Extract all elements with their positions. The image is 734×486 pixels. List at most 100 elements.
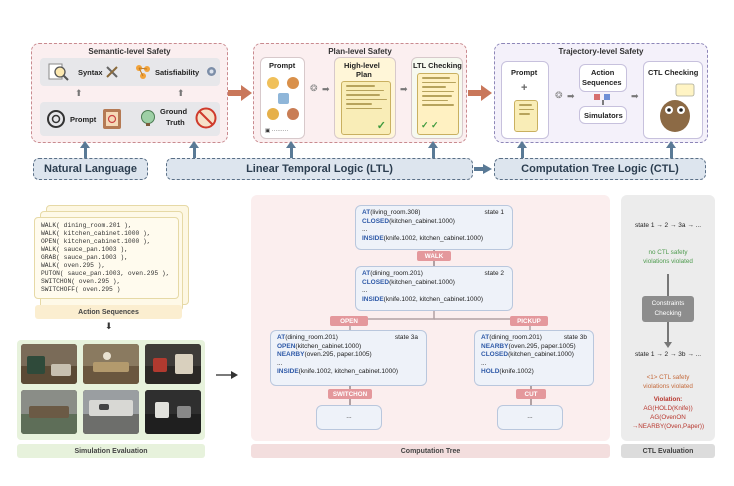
connector-line: [84, 148, 87, 158]
state-line: ...: [362, 226, 368, 233]
action-sequences-card: Action Sequences: [579, 64, 627, 92]
semantic-level-panel: Semantic-level Safety Syntax Satisfiabil…: [31, 43, 228, 143]
action-sequences-caption-text: Action Sequences: [78, 308, 139, 316]
action-switchon: SWITCHON: [328, 389, 372, 399]
right-arrow-icon: [216, 371, 238, 379]
action-cut-label: CUT: [524, 390, 538, 398]
natural-language-label: Natural Language: [44, 163, 137, 175]
safety-rule-icon: ▣ ·········: [265, 128, 289, 134]
sim-scene: [83, 344, 139, 384]
state-3b-box: state 3b AT(dining_room.201) NEARBY(oven…: [474, 330, 594, 386]
constraints-checking-box: Constraints Checking: [642, 296, 694, 322]
action-sequences-label-1: Action: [591, 68, 615, 77]
right-arrow-icon: ➡: [567, 91, 575, 101]
action-open: OPEN: [330, 316, 368, 326]
action-walk-label: WALK: [424, 252, 444, 260]
state-line: INSIDE(knife.1002, kitchen_cabinet.1000): [362, 234, 484, 242]
up-arrow-icon: [428, 141, 438, 148]
sim-scene: [83, 390, 139, 434]
state-1-label: state 1: [484, 209, 504, 216]
prompt-groundtruth-bar: Prompt Ground Truth: [40, 102, 220, 136]
plan-level-panel: Plan-level Safety Prompt ▣ ········· ❂ ➡…: [253, 43, 467, 143]
up-arrow-icon: [80, 141, 90, 148]
state-line: AT(living_room.308): [362, 209, 421, 216]
sim-scene: [21, 390, 77, 434]
connector-line: [521, 148, 524, 158]
state-line: CLOSED(kitchen_cabinet.1000): [362, 217, 455, 225]
ellipsis-text: ...: [527, 413, 533, 421]
up-arrow-icon: ⬆: [75, 88, 83, 98]
ctl-label: Computation Tree Logic (CTL): [521, 163, 679, 175]
up-arrow-icon: [517, 141, 527, 148]
violation-line-2: AG(OvenON: [650, 414, 686, 421]
trajectory-level-panel: Trajectory-level Safety Prompt + ❂ ➡ Act…: [494, 43, 708, 143]
recipe-icons: [267, 77, 299, 120]
ground-truth-label-1: Ground: [160, 107, 188, 116]
sequence-icon: [594, 94, 610, 105]
ltl-box: Linear Temporal Logic (LTL): [166, 158, 473, 180]
simulators-label: Simulators: [584, 111, 623, 120]
ltl-label: Linear Temporal Logic (LTL): [246, 163, 393, 175]
ctl-checking-card: CTL Checking: [643, 61, 703, 139]
plan-level-title: Plan-level Safety: [328, 47, 392, 56]
no-violation-text-2: violations violated: [643, 258, 693, 265]
satisfiability-label: Satisfiability: [155, 68, 200, 77]
state-line: AT(dining_room.201): [277, 334, 338, 341]
right-arrow-icon: ➡: [631, 91, 639, 101]
connector-line: [290, 148, 293, 158]
action-line: WALK( sauce_pan.1003 ),: [41, 246, 128, 253]
ltl-checking-card: LTL Checking ✓ ✓: [411, 57, 463, 139]
violation-count-text-1: <1> CTL safety: [646, 374, 690, 381]
forbidden-icon: [195, 107, 217, 129]
book-icon: [103, 109, 121, 129]
simulators-card: Simulators: [579, 106, 627, 124]
gear-icon: [207, 67, 216, 76]
constraints-label-2: Checking: [654, 310, 682, 317]
action-line: GRAB( sauce_pan.1003 ),: [41, 254, 128, 261]
state-line: CLOSED(kitchen_cabinet.1000): [362, 278, 455, 286]
right-arrow-icon: [474, 164, 492, 174]
plus-icon: +: [521, 82, 528, 94]
ltl-checking-label: LTL Checking: [413, 61, 462, 70]
state-3b-label: state 3b: [563, 334, 587, 341]
state-line: NEARBY(oven.295, paper.1005): [481, 342, 576, 350]
connector-line: [193, 148, 196, 158]
state-2-box: state 2 AT(dining_room.201) CLOSED(kitch…: [355, 266, 513, 311]
state-4a-box: ...: [316, 405, 382, 430]
state-line: CLOSED(kitchen_cabinet.1000): [481, 351, 574, 358]
state-3a-box: state 3a AT(dining_room.201) OPEN(kitche…: [270, 330, 427, 386]
state-line: INSIDE(knife.1002, kitchen_cabinet.1000): [362, 295, 484, 303]
network-icon: [136, 65, 150, 79]
action-line: OPEN( kitchen_cabinet.1000 ),: [41, 238, 151, 245]
connector-line: [432, 148, 435, 158]
state-2-label: state 2: [484, 270, 504, 277]
violation-line-1: AG(HOLD(Knife)): [643, 405, 693, 412]
action-sequences-caption: Action Sequences: [35, 305, 182, 319]
ground-truth-label-2: Truth: [166, 118, 185, 127]
trajectory-level-title: Trajectory-level Safety: [558, 47, 644, 56]
state-line: OPEN(kitchen_cabinet.1000): [277, 342, 362, 350]
up-arrow-icon: [189, 141, 199, 148]
ctl-box: Computation Tree Logic (CTL): [494, 158, 706, 180]
action-sequences-label-2: Sequences: [582, 78, 622, 87]
plan-prompt-label: Prompt: [269, 61, 296, 70]
action-line: WALK( dining_room.201 ),: [41, 222, 132, 229]
state-line: AT(dining_room.201): [362, 270, 423, 277]
globe-icon: [141, 110, 155, 126]
right-arrow-icon: [468, 85, 492, 101]
simulation-panel: [17, 340, 205, 440]
syntax-label: Syntax: [78, 68, 103, 77]
state-line: INSIDE(knife.1002, kitchen_cabinet.1000): [277, 368, 399, 375]
action-pickup: PICKUP: [510, 316, 548, 326]
traj-prompt-label: Prompt: [511, 68, 538, 77]
high-level-plan-card: High-level Plan ✓: [334, 57, 396, 139]
action-switchon-label: SWITCHON: [332, 390, 368, 398]
state-line: AT(dining_room.201): [481, 334, 542, 341]
action-walk: WALK: [417, 251, 451, 261]
ctl-evaluation-caption: CTL Evaluation: [621, 444, 715, 458]
computation-tree-caption: Computation Tree: [251, 444, 610, 458]
action-sequence-card: WALK( dining_room.201 ), WALK( kitchen_c…: [34, 217, 179, 299]
violation-count-text-2: violations violated: [643, 383, 693, 390]
connector-line: [670, 148, 673, 158]
computation-tree-caption-text: Computation Tree: [400, 447, 461, 455]
